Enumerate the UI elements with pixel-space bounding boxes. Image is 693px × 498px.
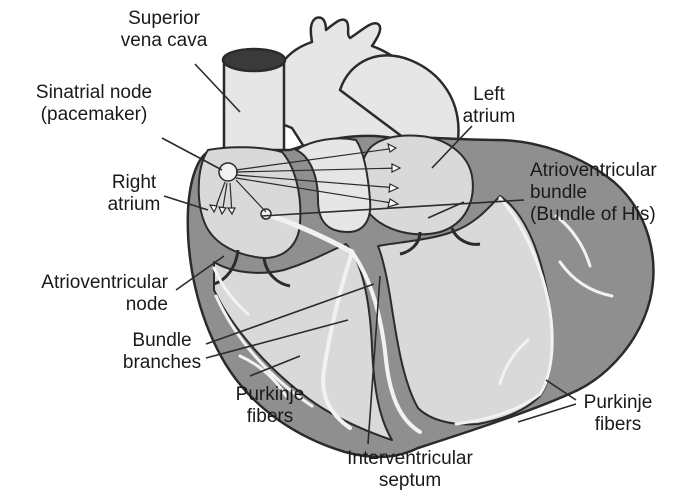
label-av-node: Atrioventricular node (10, 272, 168, 316)
label-purkinje-right: Purkinje fibers (572, 392, 664, 436)
sa-node (219, 163, 237, 181)
label-sinatrial-node: Sinatrial node (pacemaker) (20, 82, 168, 126)
label-interventricular-septum: Interventricular septum (326, 448, 494, 492)
svc-opening (223, 49, 285, 71)
label-bundle-branches: Bundle branches (112, 330, 212, 374)
av-node (261, 209, 271, 219)
label-superior-vena-cava: Superior vena cava (112, 8, 216, 52)
label-left-atrium: Left atrium (454, 84, 524, 128)
label-purkinje-left: Purkinje fibers (224, 384, 316, 428)
label-av-bundle: Atrioventricular bundle (Bundle of His) (530, 160, 690, 226)
label-right-atrium: Right atrium (104, 172, 164, 216)
